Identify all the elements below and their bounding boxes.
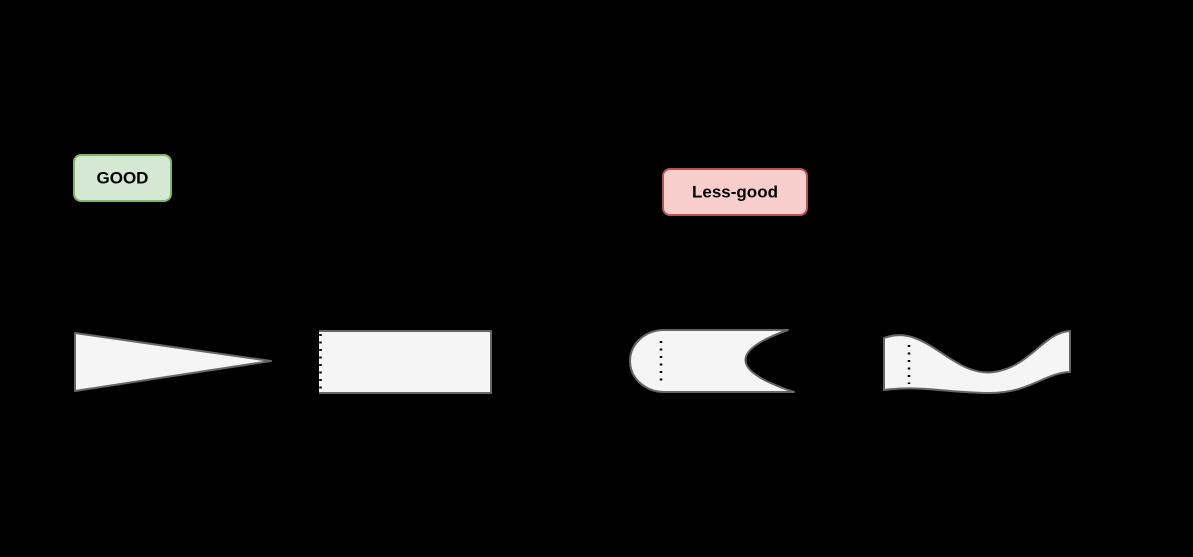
tapered-point-shape bbox=[74, 332, 272, 392]
less-good-badge-label: Less-good bbox=[692, 183, 778, 202]
wavy-ribbon-shape bbox=[883, 330, 1071, 394]
less-good-badge-box bbox=[662, 168, 808, 216]
round-end-swallowtail-shape bbox=[629, 329, 795, 393]
good-badge-label: GOOD bbox=[97, 169, 149, 188]
good-badge-box bbox=[73, 154, 172, 202]
less-good-badge: Less-good bbox=[662, 168, 808, 216]
flat-end-rectangle-shape bbox=[319, 330, 492, 394]
good-badge: GOOD bbox=[73, 154, 172, 202]
